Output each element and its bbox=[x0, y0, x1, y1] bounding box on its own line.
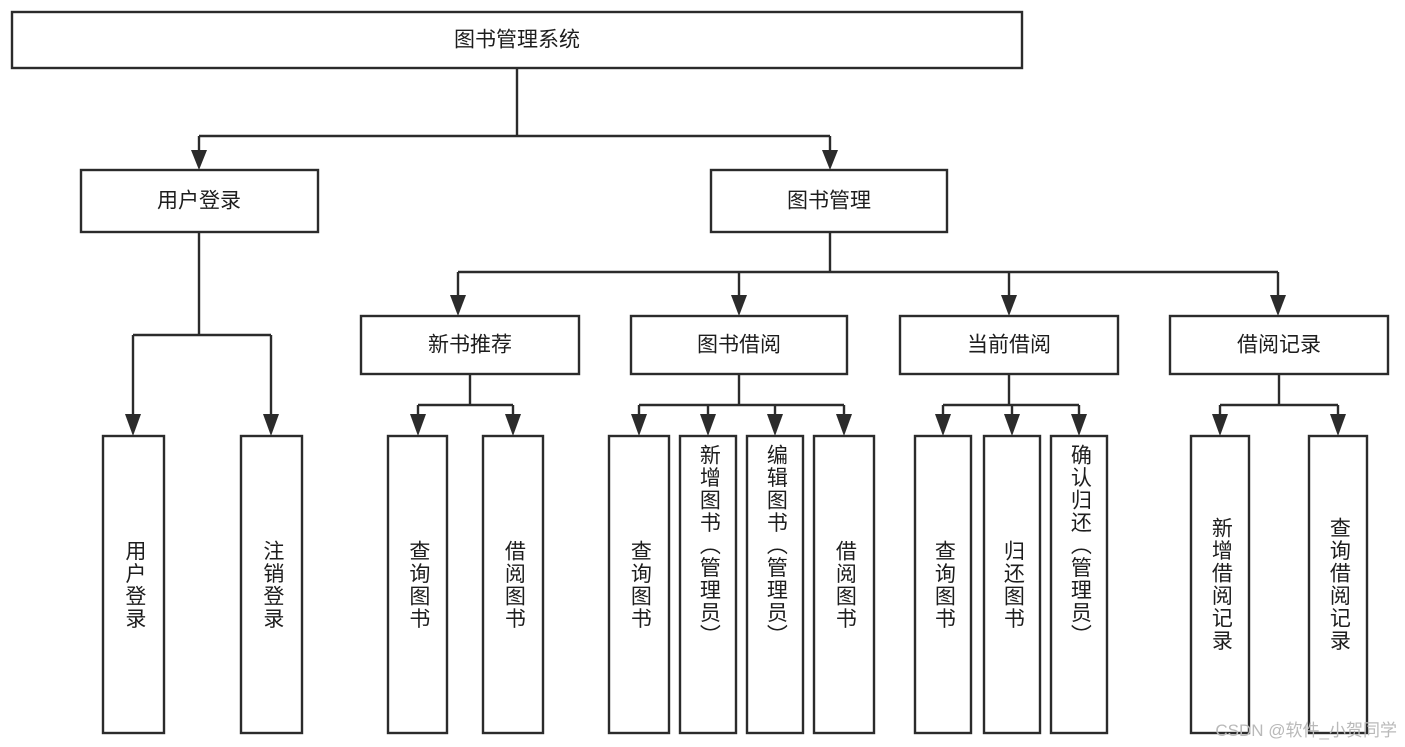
node-new-book-recommend-label: 新书推荐 bbox=[428, 334, 512, 357]
arrow-book-management bbox=[822, 150, 838, 170]
node-root[interactable]: 图书管理系统 bbox=[10, 10, 1024, 70]
csdn-watermark: CSDN @软件_小贺同学 bbox=[1215, 721, 1397, 740]
node-leaf-return-book-box[interactable] bbox=[982, 434, 1042, 735]
node-book-management[interactable]: 图书管理 bbox=[709, 168, 949, 234]
arrow-leaf-borrow-book-rec bbox=[505, 414, 521, 436]
node-new-book-recommend-box[interactable] bbox=[359, 314, 581, 376]
node-leaf-add-book-admin-box[interactable] bbox=[678, 434, 738, 735]
node-leaf-user-login-box[interactable] bbox=[101, 434, 166, 735]
node-leaf-query-borrow-record-box[interactable] bbox=[1307, 434, 1369, 735]
node-root-box[interactable] bbox=[10, 10, 1024, 70]
node-root-label: 图书管理系统 bbox=[454, 29, 580, 52]
node-current-borrow-label: 当前借阅 bbox=[967, 334, 1051, 357]
node-user-login-box[interactable] bbox=[79, 168, 320, 234]
arrow-leaf-add-borrow-record bbox=[1212, 414, 1228, 436]
arrow-leaf-query-borrow-record bbox=[1330, 414, 1346, 436]
arrow-borrow-record bbox=[1270, 295, 1286, 316]
arrow-book-borrow bbox=[731, 295, 747, 316]
arrow-leaf-query-book-current bbox=[935, 414, 951, 436]
leaf-box-layer bbox=[101, 434, 1369, 735]
node-book-borrow-box[interactable] bbox=[629, 314, 849, 376]
arrow-leaf-confirm-return-admin bbox=[1071, 414, 1087, 436]
node-new-book-recommend[interactable]: 新书推荐 bbox=[359, 314, 581, 376]
node-book-management-label: 图书管理 bbox=[787, 190, 871, 213]
arrow-new-book-recommend bbox=[450, 295, 466, 316]
arrow-leaf-add-book-admin bbox=[700, 414, 716, 436]
node-leaf-logout-login-box[interactable] bbox=[239, 434, 304, 735]
node-borrow-record-label: 借阅记录 bbox=[1237, 334, 1321, 357]
node-leaf-query-book-rec-box[interactable] bbox=[386, 434, 449, 735]
arrow-leaf-logout-login bbox=[263, 414, 279, 436]
arrow-leaf-borrow-book bbox=[836, 414, 852, 436]
node-book-borrow[interactable]: 图书借阅 bbox=[629, 314, 849, 376]
node-current-borrow-box[interactable] bbox=[898, 314, 1120, 376]
arrow-leaf-user-login bbox=[125, 414, 141, 436]
node-leaf-add-borrow-record-box[interactable] bbox=[1189, 434, 1251, 735]
node-book-management-box[interactable] bbox=[709, 168, 949, 234]
connector-layer bbox=[125, 68, 1346, 436]
node-borrow-record[interactable]: 借阅记录 bbox=[1168, 314, 1390, 376]
node-leaf-edit-book-admin-box[interactable] bbox=[745, 434, 805, 735]
node-book-borrow-label: 图书借阅 bbox=[697, 334, 781, 357]
node-user-login[interactable]: 用户登录 bbox=[79, 168, 320, 234]
arrow-leaf-query-book-rec bbox=[410, 414, 426, 436]
arrow-leaf-query-book-borrow bbox=[631, 414, 647, 436]
arrow-leaf-edit-book-admin bbox=[767, 414, 783, 436]
node-leaf-query-book-borrow-box[interactable] bbox=[607, 434, 671, 735]
arrow-leaf-return-book bbox=[1004, 414, 1020, 436]
node-leaf-query-book-current-box[interactable] bbox=[913, 434, 973, 735]
node-leaf-confirm-return-admin-box[interactable] bbox=[1049, 434, 1109, 735]
node-current-borrow[interactable]: 当前借阅 bbox=[898, 314, 1120, 376]
arrow-user-login bbox=[191, 150, 207, 170]
node-borrow-record-box[interactable] bbox=[1168, 314, 1390, 376]
arrow-current-borrow bbox=[1001, 295, 1017, 316]
node-leaf-borrow-book-box[interactable] bbox=[812, 434, 876, 735]
node-user-login-label: 用户登录 bbox=[157, 190, 241, 213]
node-leaf-borrow-book-rec-box[interactable] bbox=[481, 434, 545, 735]
